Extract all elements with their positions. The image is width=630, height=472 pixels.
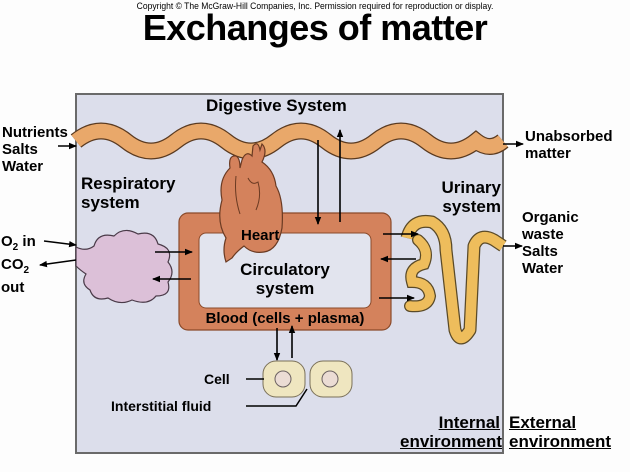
organic-text: Organic	[522, 209, 579, 226]
water-out-text: Water	[522, 260, 564, 277]
external-environment-text: environment	[509, 432, 612, 451]
waste-text: waste	[522, 226, 564, 243]
o2-in-text: in	[18, 233, 36, 250]
salts-out-text: Salts	[522, 243, 558, 260]
co2-out-label: CO2 out	[1, 256, 29, 296]
external-text: External	[509, 413, 577, 432]
salts-text: Salts	[2, 141, 38, 158]
arrow-o2-in	[43, 240, 77, 248]
respiratory-label-line2: system	[81, 193, 140, 212]
urinary-label-line2: system	[442, 197, 501, 216]
o2-subscript: 2	[12, 242, 19, 253]
o2-in-label: O2 in	[1, 233, 36, 256]
kidney-icon	[400, 214, 507, 345]
respiratory-system-label: Respiratory system	[81, 174, 175, 212]
lung-icon	[75, 229, 173, 304]
urinary-label-line1: Urinary	[441, 178, 501, 197]
internal-environment-text: environment	[400, 432, 503, 451]
co2-text: CO	[1, 256, 24, 273]
interstitial-leader-line	[246, 388, 308, 407]
unabsorbed-text: Unabsorbed	[525, 128, 613, 145]
arrow-co2-out	[39, 259, 77, 268]
heart-icon	[219, 142, 283, 263]
cell-pair	[262, 360, 353, 398]
diagram-title: Exchanges of matter	[142, 7, 488, 48]
digestive-system-label: Digestive System	[206, 96, 347, 115]
urinary-system-label: Urinary system	[431, 178, 501, 216]
cell-label: Cell	[204, 371, 230, 387]
copyright-notice: Copyright © The McGraw-Hill Companies, I…	[136, 1, 494, 12]
nutrients-text: Nutrients	[2, 124, 68, 141]
water-text: Water	[2, 158, 44, 175]
o2-text: O	[1, 233, 13, 250]
interstitial-fluid-label: Interstitial fluid	[111, 398, 212, 414]
co2-subscript: 2	[23, 265, 30, 276]
blood-label: Blood (cells + plasma)	[205, 310, 365, 327]
circulatory-label-line2: system	[255, 279, 315, 298]
matter-text: matter	[525, 145, 571, 162]
digestive-tract	[70, 122, 509, 160]
unabsorbed-matter-label: Unabsorbed matter	[525, 128, 613, 162]
internal-environment-label: Internal environment	[400, 413, 503, 451]
nutrients-input-label: Nutrients Salts Water	[2, 124, 68, 175]
internal-text: Internal	[438, 413, 500, 432]
respiratory-label-line1: Respiratory	[81, 174, 176, 193]
circulatory-label-line1: Circulatory	[240, 260, 330, 279]
circulatory-system-label: Circulatory system	[199, 260, 371, 298]
heart-label: Heart	[241, 227, 280, 244]
external-environment-label: External environment	[509, 413, 611, 451]
urinary-output-label: Organic waste Salts Water	[522, 209, 579, 277]
co2-out-text: out	[1, 279, 25, 296]
